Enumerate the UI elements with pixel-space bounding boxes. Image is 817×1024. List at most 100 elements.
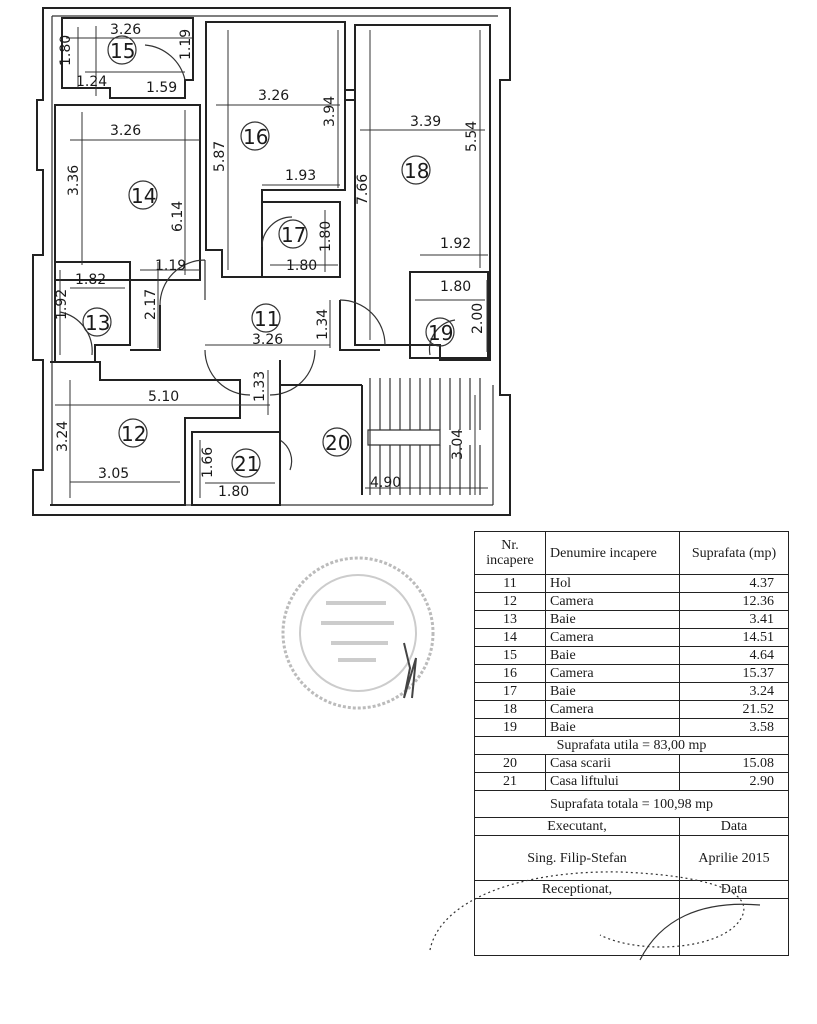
room-nr: 11 — [474, 574, 546, 593]
dim-label: 2.17 — [143, 289, 159, 320]
room-name: Baie — [545, 646, 680, 665]
dim-label: 1.19 — [178, 29, 194, 60]
dim-label: 3.36 — [66, 165, 82, 196]
room-nr: 21 — [474, 772, 546, 791]
room-nr: 20 — [474, 754, 546, 773]
table-row: 15 Baie 4.64 — [474, 646, 789, 665]
table-row: 16 Camera 15.37 — [474, 664, 789, 683]
blank-cell — [474, 898, 680, 956]
room-17-number: 17 — [281, 223, 306, 247]
dim-label: 1.82 — [75, 272, 106, 288]
dim-label: 7.66 — [355, 174, 371, 205]
table-row: 19 Baie 3.58 — [474, 718, 789, 737]
room-area: 15.37 — [679, 664, 789, 683]
engineer-name: Sing. Filip-Stefan — [474, 835, 680, 881]
room-area: 15.08 — [679, 754, 789, 773]
dim-label: 5.54 — [464, 121, 480, 152]
table-row: 21 Casa liftului 2.90 — [474, 772, 789, 791]
dim-label: 3.94 — [322, 96, 338, 127]
date-value: Aprilie 2015 — [679, 835, 789, 881]
dim-label: 3.05 — [98, 466, 129, 482]
room-20-walls — [279, 360, 481, 505]
dim-label: 5.87 — [212, 141, 228, 172]
table-row: 14 Camera 14.51 — [474, 628, 789, 647]
room-area: 3.58 — [679, 718, 789, 737]
room-area: 3.24 — [679, 682, 789, 701]
dim-label: 3.26 — [110, 22, 141, 38]
receptionat-row: Receptionat, Data — [474, 880, 789, 899]
room-nr: 13 — [474, 610, 546, 629]
dim-label: 1.80 — [218, 484, 249, 500]
dim-label: 1.66 — [200, 447, 216, 478]
room-nr: 19 — [474, 718, 546, 737]
receptionat-label: Receptionat, — [474, 880, 680, 899]
room-14-walls — [54, 104, 201, 281]
dimension-labels: 3.26 1.80 1.19 1.24 1.59 3.26 3.94 5.87 … — [54, 22, 486, 500]
room-11-number: 11 — [254, 307, 279, 331]
date-label: Data — [679, 817, 789, 836]
room-16-number: 16 — [243, 125, 268, 149]
dim-label: 5.10 — [148, 389, 179, 405]
blank-signature-row — [474, 898, 789, 956]
dim-label: 6.14 — [170, 201, 186, 232]
dim-label: 1.80 — [58, 35, 74, 66]
room-markers: 15 16 18 14 17 11 13 19 12 21 20 — [82, 35, 455, 478]
total-area: Suprafata totala = 100,98 mp — [474, 790, 789, 818]
dim-label: 1.19 — [155, 258, 186, 274]
room-nr: 12 — [474, 592, 546, 611]
room-18-number: 18 — [404, 159, 429, 183]
room-12-walls — [50, 361, 241, 506]
table-row: 13 Baie 3.41 — [474, 610, 789, 629]
room-nr: 14 — [474, 628, 546, 647]
room-area: 21.52 — [679, 700, 789, 719]
dim-label: 3.26 — [252, 332, 283, 348]
dim-label: 1.92 — [54, 289, 70, 320]
dim-label: 1.80 — [318, 221, 334, 252]
col-nr-header: Nr. incapere — [474, 531, 546, 575]
room-nr: 15 — [474, 646, 546, 665]
dim-label: 1.93 — [285, 168, 316, 184]
room-area: 3.41 — [679, 610, 789, 629]
room-nr: 18 — [474, 700, 546, 719]
room-nr: 17 — [474, 682, 546, 701]
executant-label: Executant, — [474, 817, 680, 836]
date-label-2: Data — [679, 880, 789, 899]
blank-cell — [679, 898, 789, 956]
room-14-number: 14 — [131, 184, 156, 208]
room-18-walls — [354, 24, 491, 361]
table-row: 18 Camera 21.52 — [474, 700, 789, 719]
dim-label: 1.34 — [315, 309, 331, 340]
room-name: Camera — [545, 592, 680, 611]
table-row: 17 Baie 3.24 — [474, 682, 789, 701]
room-area: 12.36 — [679, 592, 789, 611]
room-11-walls — [130, 259, 386, 396]
outer-walls — [32, 7, 511, 516]
room-name: Baie — [545, 718, 680, 737]
dim-label: 3.26 — [110, 123, 141, 139]
room-area: 4.64 — [679, 646, 789, 665]
room-name: Casa scarii — [545, 754, 680, 773]
room-13-number: 13 — [85, 311, 110, 335]
dim-label: 3.04 — [450, 429, 466, 460]
rooms-table: Nr. incapere Denumire incapere Suprafata… — [474, 531, 789, 956]
dim-label: 1.92 — [440, 236, 471, 252]
dim-label: 1.80 — [286, 258, 317, 274]
table-header-row: Nr. incapere Denumire incapere Suprafata… — [474, 531, 789, 575]
dim-label: 2.00 — [470, 303, 486, 334]
room-21-number: 21 — [234, 452, 259, 476]
room-area: 4.37 — [679, 574, 789, 593]
room-19-number: 19 — [428, 321, 453, 345]
room-name: Camera — [545, 700, 680, 719]
room-20-number: 20 — [325, 431, 350, 455]
table-row: 12 Camera 12.36 — [474, 592, 789, 611]
room-nr: 16 — [474, 664, 546, 683]
dim-label: 1.80 — [440, 279, 471, 295]
room-12-number: 12 — [121, 422, 146, 446]
dim-label: 1.59 — [146, 80, 177, 96]
room-15-number: 15 — [110, 39, 135, 63]
executant-row: Executant, Data — [474, 817, 789, 836]
room-name: Casa liftului — [545, 772, 680, 791]
dim-label: 4.90 — [370, 475, 401, 491]
room-area: 2.90 — [679, 772, 789, 791]
